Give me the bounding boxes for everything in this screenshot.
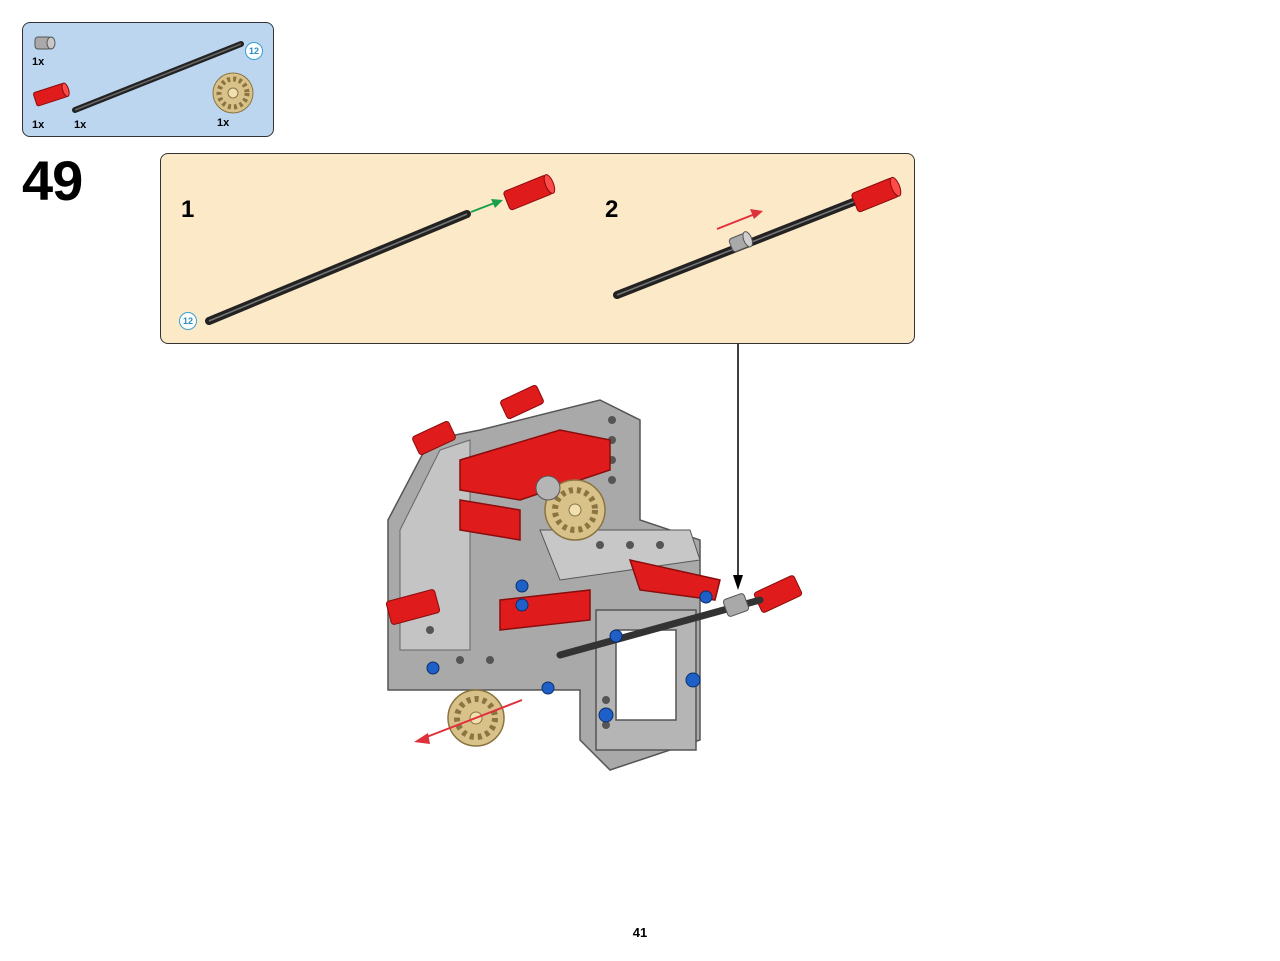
grey-gear: [535, 475, 561, 501]
gear-quantity: 1x: [217, 117, 230, 129]
connector-quantity: 1x: [32, 119, 45, 131]
axle-quantity: 1x: [74, 119, 87, 131]
substep-1-red-connector: [503, 174, 556, 211]
callout-arrow: [733, 344, 743, 590]
parts-list-box: 1x 1x 1x 1x 12: [22, 22, 274, 137]
removal-arrow: [414, 699, 523, 744]
bush-quantity: 1x: [32, 56, 45, 68]
red-axle-connector-icon: [33, 82, 70, 107]
blue-pins: [426, 579, 713, 723]
page-number: 41: [632, 925, 648, 940]
upper-tan-gear: [544, 479, 606, 541]
frame-holes: [426, 416, 664, 729]
subassembly-box: 1 2 12: [160, 153, 915, 344]
axle-part-icon: [72, 41, 244, 113]
substep-1-number: 1: [181, 196, 195, 223]
subassembly-illustration: [205, 174, 902, 325]
red-beams: [459, 429, 721, 631]
substep-2-number: 2: [605, 196, 619, 223]
axle-length-badge: 12: [245, 42, 263, 60]
tan-gear-part-icon: [212, 72, 254, 114]
substep-1-axle: [205, 210, 471, 325]
main-axle: [556, 593, 764, 659]
substep-2-red-connector: [851, 176, 902, 213]
red-connectors: [385, 384, 803, 625]
step-number: 49: [22, 149, 83, 212]
substep-1-green-arrow: [470, 199, 503, 213]
substep-axle-length-badge: 12: [179, 312, 197, 330]
substep-2-bush: [728, 231, 753, 253]
parts-list-illustration: [33, 36, 254, 114]
substep-2-red-arrow: [716, 209, 763, 230]
bush-part-icon: [34, 36, 56, 50]
